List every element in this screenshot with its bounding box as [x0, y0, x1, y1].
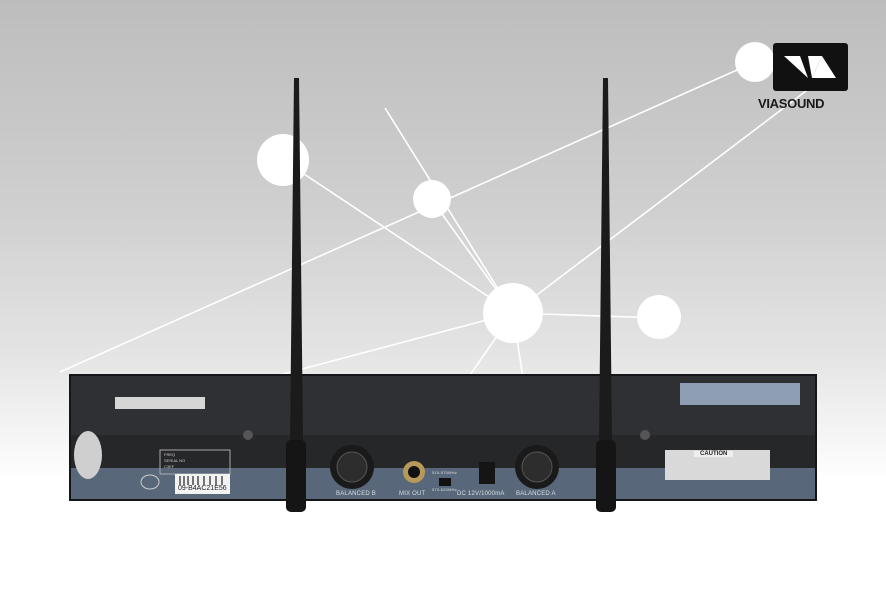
xlr-connector-a — [515, 445, 559, 489]
receiver-rear-panel — [69, 374, 817, 501]
serial-line: SERIAL NO — [164, 458, 186, 463]
xlr-connector-b — [330, 445, 374, 489]
serial-line: C3EF — [164, 464, 175, 469]
sticker — [74, 431, 102, 479]
viasound-logo-mark — [773, 43, 848, 91]
frequency-switch — [439, 478, 451, 486]
port-label-balanced-b: BALANCED B — [336, 491, 377, 497]
antenna-right — [596, 78, 616, 512]
dc-jack — [479, 462, 495, 484]
serial-label: FREQ SERIAL NO C3EF — [164, 452, 185, 470]
brand-name: VIASOUND — [758, 96, 825, 111]
serial-line: FREQ — [164, 452, 176, 457]
switch-label-2: 570-620MHz — [432, 487, 457, 492]
port-label-mix-out: MIX OUT — [399, 491, 426, 497]
mix-out-jack — [403, 461, 425, 483]
switch-label-1: 515-570MHz — [432, 470, 457, 475]
caution-text: CAUTION — [694, 451, 734, 457]
barcode-number: 09-B4AC21E56 — [176, 485, 229, 492]
port-label-balanced-a: BALANCED A — [516, 491, 556, 497]
port-label-dc: DC 12V/1000mA — [457, 491, 505, 497]
network-nodes — [166, 42, 775, 521]
antenna-left — [286, 78, 306, 512]
ce-mark — [140, 474, 160, 490]
